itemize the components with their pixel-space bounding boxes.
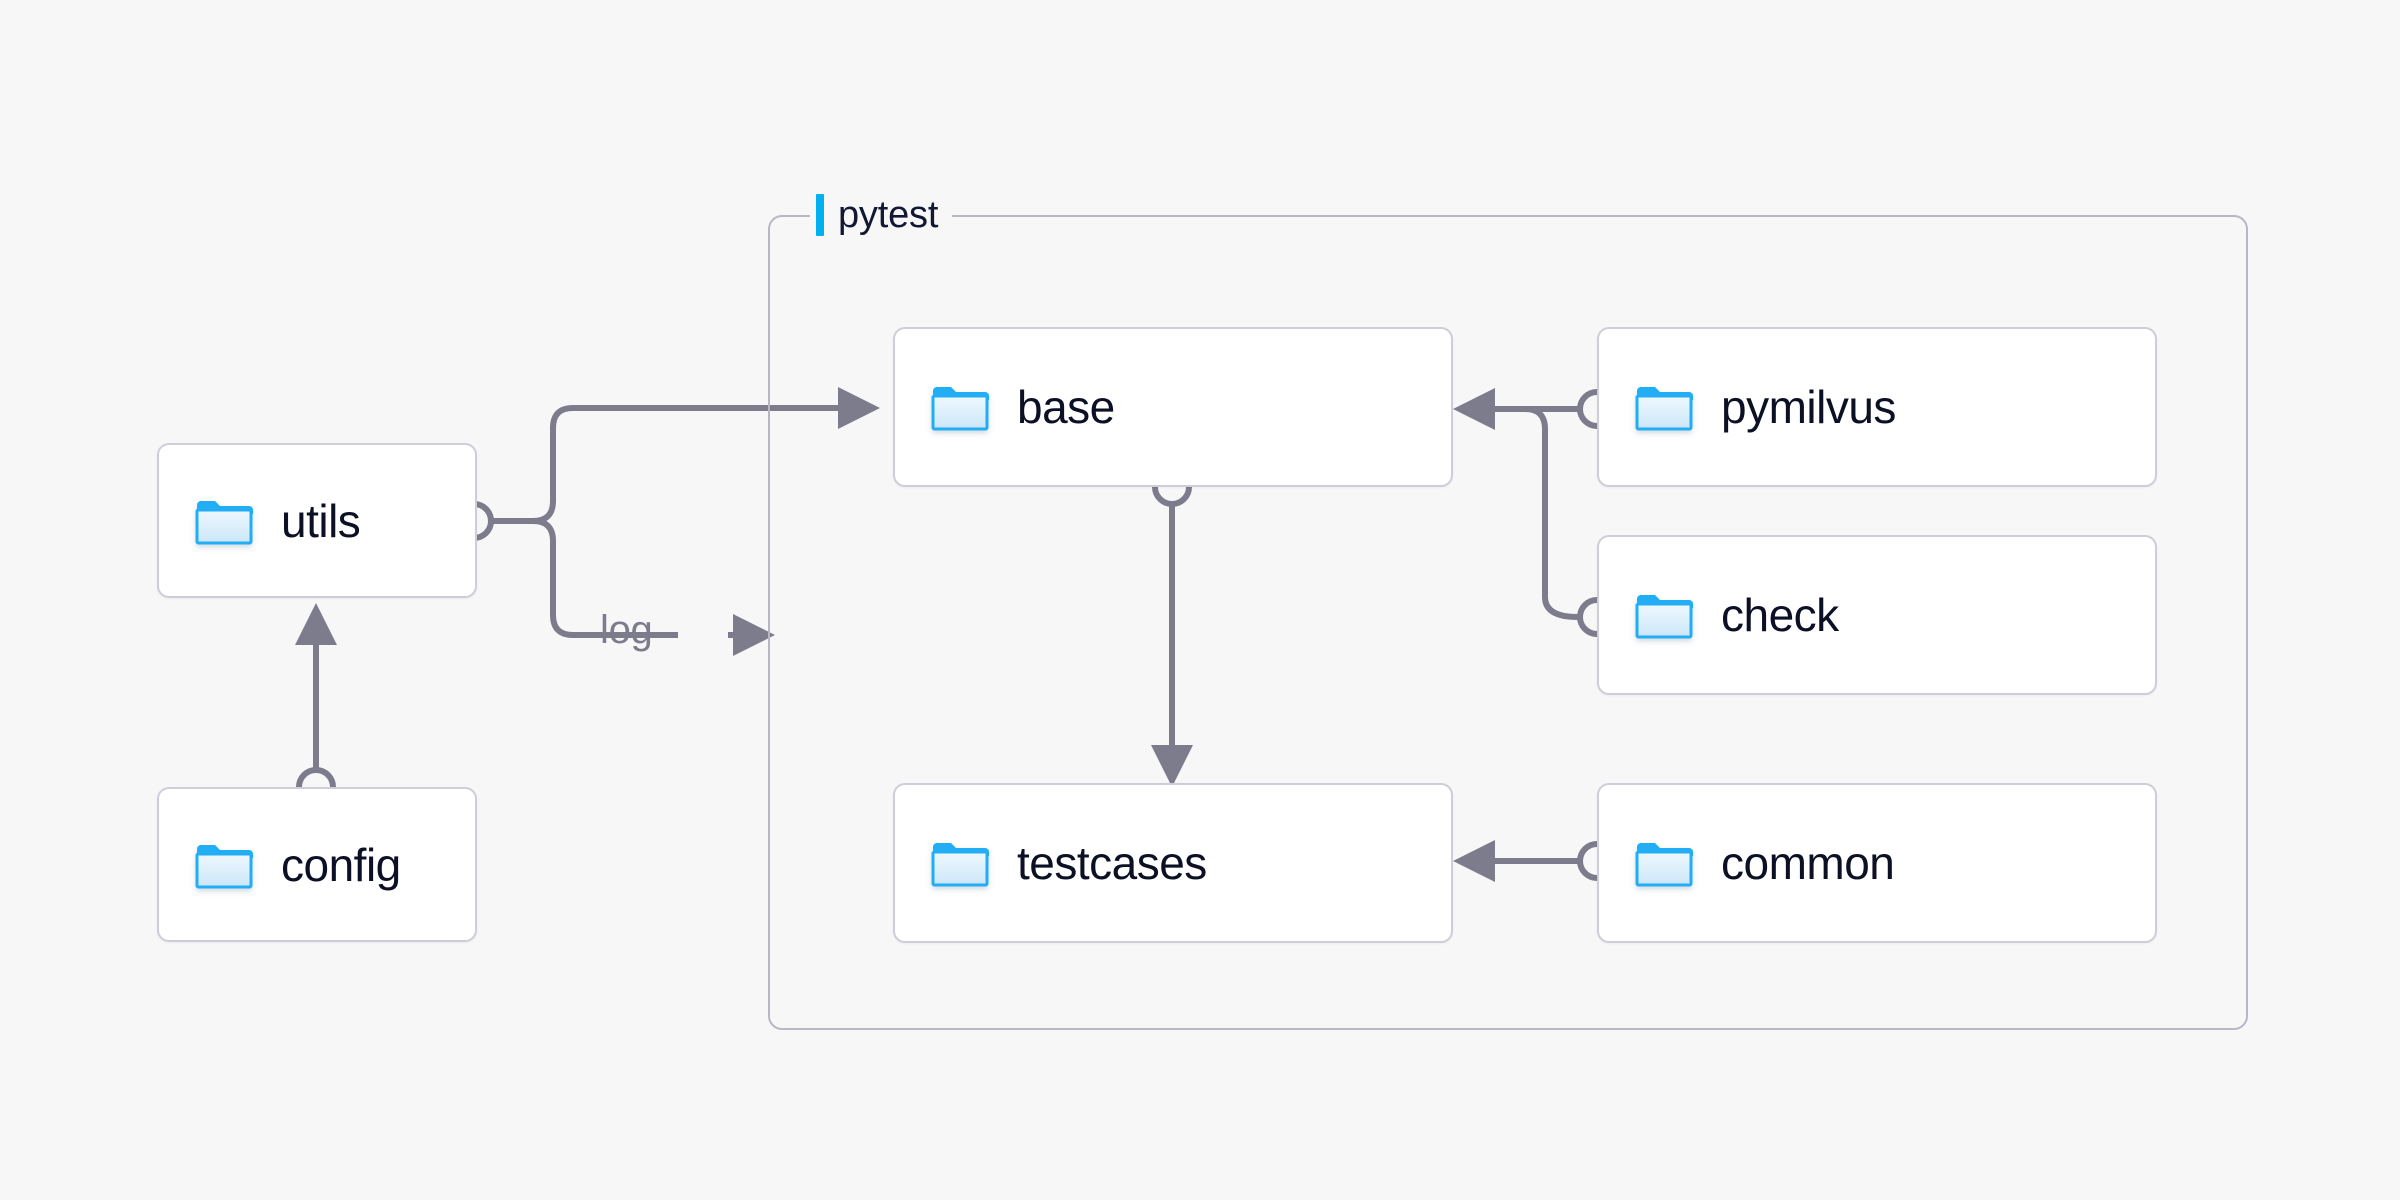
node-label: pymilvus	[1721, 381, 1896, 433]
folder-icon	[1635, 383, 1693, 431]
edge-label-log: log	[600, 608, 653, 652]
node-pymilvus[interactable]: pymilvus	[1597, 327, 2157, 487]
node-base[interactable]: base	[893, 327, 1453, 487]
group-title-text: pytest	[838, 194, 939, 236]
node-label: common	[1721, 837, 1895, 889]
node-check[interactable]: check	[1597, 535, 2157, 695]
folder-icon	[195, 841, 253, 889]
node-config[interactable]: config	[157, 787, 477, 942]
pytest-group-label: pytest	[810, 192, 953, 238]
folder-icon	[195, 497, 253, 545]
node-common[interactable]: common	[1597, 783, 2157, 943]
node-testcases[interactable]: testcases	[893, 783, 1453, 943]
node-label: utils	[281, 494, 361, 547]
folder-icon	[931, 839, 989, 887]
node-label: base	[1017, 381, 1115, 433]
folder-icon	[1635, 591, 1693, 639]
folder-icon	[1635, 839, 1693, 887]
node-utils[interactable]: utils	[157, 443, 477, 598]
node-label: testcases	[1017, 837, 1207, 889]
pytest-group-container[interactable]	[768, 215, 2248, 1030]
group-accent-bar	[816, 194, 824, 236]
node-label: check	[1721, 589, 1839, 641]
node-label: config	[281, 838, 401, 891]
folder-icon	[931, 383, 989, 431]
